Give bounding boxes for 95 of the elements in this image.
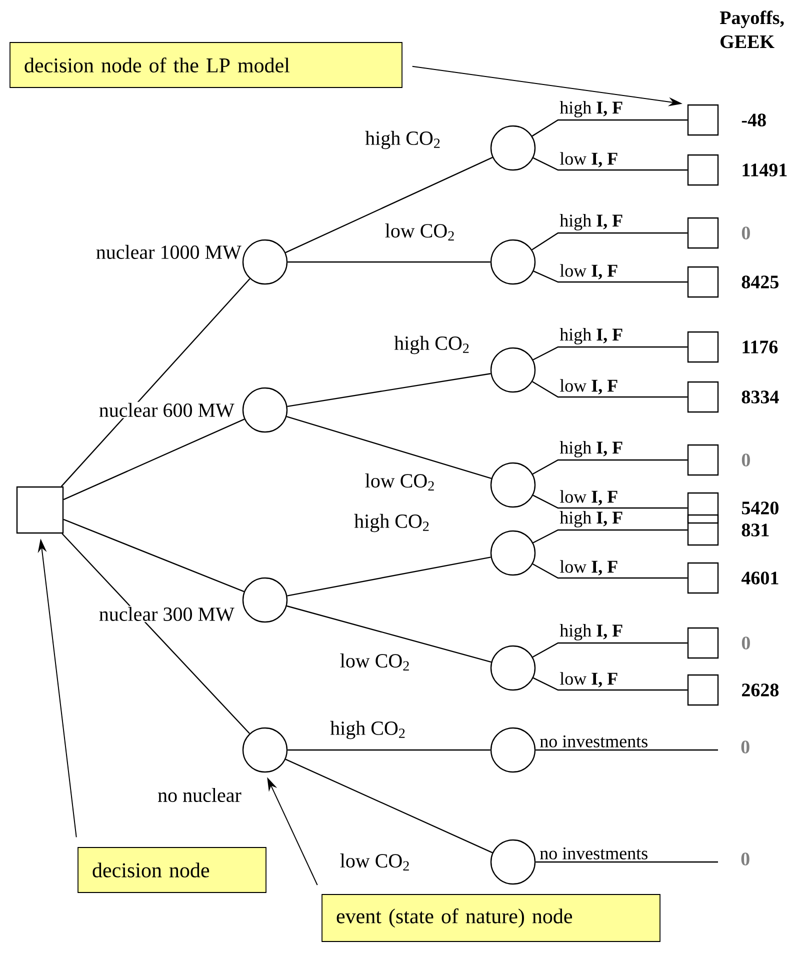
payoff-value: 0: [741, 852, 750, 866]
payoff-value: 8334: [742, 390, 779, 404]
branch-line: [536, 749, 718, 751]
payoff-value: 0: [742, 454, 750, 466]
payoff-value: 0: [742, 226, 750, 240]
callout-box: event (state of nature) node: [322, 894, 660, 942]
payoff-value: 1176: [742, 340, 778, 354]
event-circle: [242, 239, 288, 285]
decision-square: [687, 514, 719, 546]
edge-label: no investments: [540, 735, 648, 748]
edge-label: high CO$_{2}$: [329, 720, 407, 740]
branch-line: [285, 758, 493, 854]
edge-label: low I, F: [560, 264, 618, 280]
event-circle: [490, 125, 536, 171]
branch-line: [62, 533, 250, 734]
branch-line: [288, 749, 490, 751]
branch-line: [533, 157, 688, 171]
event-circle: [490, 239, 536, 285]
edge-label: low I, F: [560, 672, 618, 688]
edge-label: low I, F: [560, 560, 618, 576]
decision-square: [687, 562, 719, 594]
edge-label: high I, F: [560, 511, 622, 528]
edge-label: low CO$_{2}$: [338, 852, 412, 872]
decision-square: [687, 627, 719, 659]
edge-label: no investments: [540, 847, 648, 860]
edge-label: high CO$_{2}$: [364, 130, 442, 150]
payoff-value: 11491: [742, 164, 787, 176]
edge-label: nuclear 1000 MW: [94, 244, 242, 260]
branch-line: [60, 278, 250, 487]
decision-square: [16, 486, 64, 534]
payoff-value: 2628: [742, 684, 779, 696]
event-circle: [242, 577, 288, 623]
branch-line: [533, 270, 688, 283]
edge-label: high I, F: [560, 101, 622, 118]
event-circle: [490, 530, 536, 576]
event-circle: [490, 839, 536, 885]
event-circle: [490, 645, 536, 691]
branch-line: [532, 529, 688, 544]
payoff-value: 5420: [742, 502, 778, 514]
edge-label: low I, F: [560, 152, 618, 168]
decision-square: [687, 492, 719, 524]
decision-square: [687, 444, 719, 476]
edge-label: high CO$_{2}$: [353, 512, 431, 534]
branch-line: [285, 156, 493, 254]
event-circle: [242, 727, 288, 773]
branch-line: [532, 563, 688, 579]
branch-line: [533, 677, 688, 691]
branch-line: [286, 605, 492, 663]
payoff-value: 0: [742, 636, 750, 650]
branch-line: [287, 373, 491, 407]
callout-box: decision node: [78, 847, 266, 893]
edge-label: nuclear 600 MW: [98, 402, 236, 418]
payoff-value: 4601: [741, 572, 778, 584]
branch-line: [532, 642, 688, 658]
payoff-value: 0: [741, 740, 750, 754]
branch-line: [532, 346, 688, 360]
branch-line: [532, 381, 688, 398]
edge-label: low I, F: [560, 490, 618, 506]
event-circle: [490, 727, 536, 773]
edge-label: high I, F: [560, 214, 622, 230]
branch-line: [536, 861, 718, 863]
decision-square: [687, 154, 719, 186]
decision-square: [687, 266, 719, 298]
branch-line: [288, 261, 490, 263]
callout-box: decision node of the LP model: [10, 42, 402, 88]
payoff-value: 8425: [742, 276, 778, 288]
event-circle: [242, 387, 288, 433]
edge-label: no nuclear: [156, 786, 242, 804]
branch-line: [286, 416, 492, 480]
decision-square: [687, 104, 719, 136]
branch-line: [287, 556, 491, 596]
edge-label: high I, F: [560, 624, 622, 640]
payoff-value: -48: [742, 114, 766, 126]
edge-label: low CO$_{2}$: [364, 472, 436, 492]
payoff-value: 831: [742, 524, 769, 536]
edge-label: high I, F: [560, 441, 622, 458]
event-circle: [490, 347, 536, 393]
branch-line: [63, 418, 245, 500]
branch-line: [532, 119, 688, 137]
edge-label: low CO$_{2}$: [338, 652, 412, 672]
decision-square: [687, 381, 719, 413]
decision-square: [687, 217, 719, 249]
edge-label: high I, F: [560, 328, 622, 344]
column-heading: Payoffs, GEEK: [720, 10, 784, 48]
branch-line: [532, 232, 688, 250]
branch-line: [532, 494, 688, 509]
branch-line: [63, 518, 244, 592]
branch-line: [532, 459, 688, 475]
event-circle: [490, 462, 536, 508]
decision-square: [687, 331, 719, 363]
edge-label: low I, F: [560, 379, 618, 394]
decision-square: [687, 674, 719, 706]
edge-label: high CO$_{2}$: [393, 334, 471, 356]
edge-label: low CO$_{2}$: [384, 222, 456, 242]
edge-label: nuclear 300 MW: [98, 606, 236, 622]
